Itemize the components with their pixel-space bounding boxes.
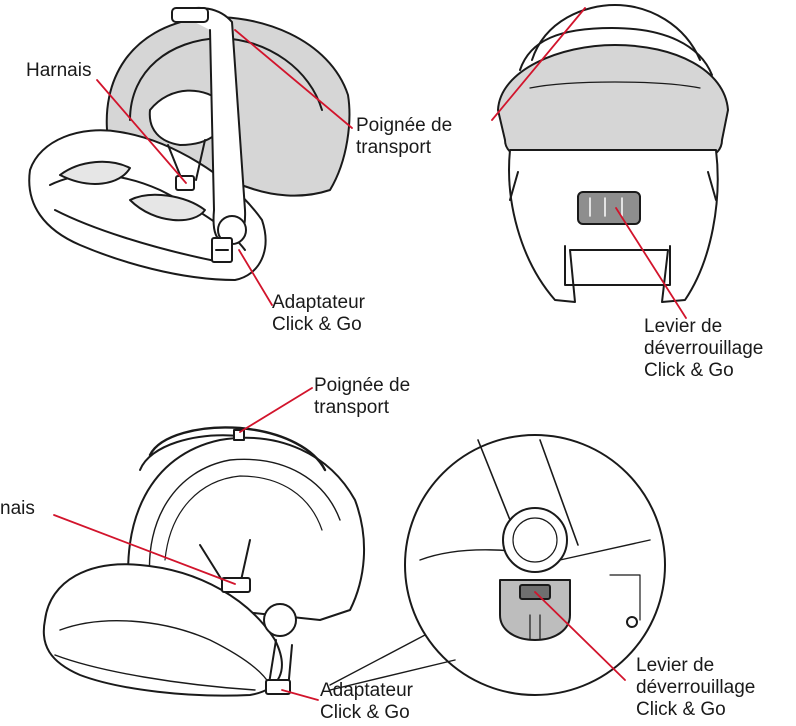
seat-side-view [29, 8, 349, 280]
label-lever-bottom-line3: Click & Go [636, 699, 755, 721]
adapter-detail-zoom [330, 435, 665, 695]
label-lever-top-line3: Click & Go [644, 360, 763, 382]
label-lever-top: Levier de déverrouillage Click & Go [644, 316, 763, 382]
seat-rear-view [498, 5, 728, 302]
label-handle-bottom: Poignée de transport [314, 375, 410, 419]
seat-perspective-view [44, 427, 364, 695]
label-handle-top-line2: transport [356, 137, 452, 159]
label-lever-bottom-line1: Levier de [636, 655, 755, 677]
label-harness-top: Harnais [26, 60, 91, 82]
label-handle-bottom-line2: transport [314, 397, 410, 419]
label-lever-bottom: Levier de déverrouillage Click & Go [636, 655, 755, 721]
label-adapter-bottom-line2: Click & Go [320, 702, 413, 724]
label-adapter-top-line2: Click & Go [272, 314, 365, 336]
label-adapter-top-line1: Adaptateur [272, 292, 365, 314]
label-adapter-top: Adaptateur Click & Go [272, 292, 365, 336]
label-handle-top-line1: Poignée de [356, 115, 452, 137]
label-handle-bottom-line1: Poignée de [314, 375, 410, 397]
label-harness-bottom: nais [0, 498, 35, 520]
label-lever-bottom-line2: déverrouillage [636, 677, 755, 699]
callout-line-handle-bottom [240, 388, 312, 432]
label-adapter-bottom-line1: Adaptateur [320, 680, 413, 702]
label-adapter-bottom: Adaptateur Click & Go [320, 680, 413, 724]
label-lever-top-line1: Levier de [644, 316, 763, 338]
label-handle-top: Poignée de transport [356, 115, 452, 159]
label-lever-top-line2: déverrouillage [644, 338, 763, 360]
